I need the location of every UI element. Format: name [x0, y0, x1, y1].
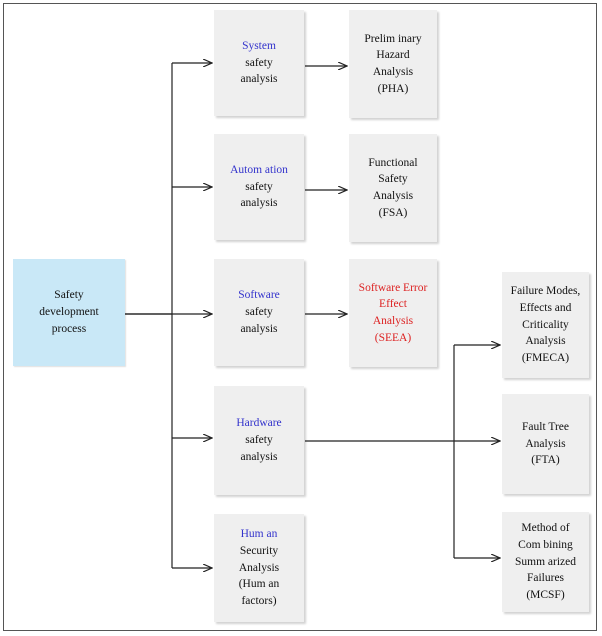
pha-line-4: (PHA)	[377, 82, 409, 95]
fsa-box: Functional Safety Analysis (FSA)	[349, 134, 437, 242]
system-heading: System	[242, 39, 276, 52]
root-label-line-1: Safety	[54, 289, 84, 302]
fmeca-line-5: (FMECA)	[521, 352, 570, 364]
seea-line-4: (SEEA)	[374, 331, 412, 344]
hardware-heading: Hardware	[236, 417, 282, 430]
automation-line-1: safety	[245, 180, 273, 193]
fta-line-3: (FTA)	[531, 454, 560, 467]
system-line-1: safety	[245, 56, 273, 69]
fmeca-line-4: Analysis	[525, 335, 566, 348]
mcsf-line-1: Method of	[521, 522, 570, 535]
root-label-line-2: development	[39, 306, 99, 319]
fsa-line-2: Safety	[378, 173, 408, 186]
hardware-line-1: safety	[245, 434, 273, 447]
software-line-2: analysis	[240, 322, 278, 335]
automation-heading: Autom ation	[230, 163, 288, 176]
seea-box: Software Error Effect Analysis (SEEA)	[349, 259, 437, 367]
human-line-2: Analysis	[238, 561, 280, 574]
seea-line-3: Analysis	[372, 315, 414, 327]
hardware-line-2: analysis	[240, 450, 278, 463]
automation-safety-analysis-box: Autom ation safety analysis	[214, 134, 304, 240]
system-line-2: analysis	[240, 73, 278, 86]
mcsf-line-4: Failures	[526, 572, 565, 585]
root-label-line-3: process	[51, 322, 87, 335]
safety-development-process-box: Safety development process	[13, 259, 125, 366]
human-line-1: Security	[239, 544, 279, 557]
human-heading: Hum an	[240, 528, 278, 541]
mcsf-line-2: Com bining	[518, 538, 573, 551]
fsa-line-4: (FSA)	[378, 206, 408, 219]
pha-line-3: Analysis	[372, 66, 414, 78]
fmeca-line-3: Criticality	[522, 318, 569, 331]
seea-line-1: Software Error	[358, 281, 428, 294]
fta-line-2: Analysis	[525, 437, 566, 450]
automation-line-2: analysis	[240, 197, 278, 210]
fmeca-box: Failure Modes, Effects and Criticality A…	[502, 272, 589, 378]
seea-line-2: Effect	[379, 298, 407, 311]
human-line-4: factors)	[241, 595, 277, 607]
software-line-1: safety	[245, 306, 273, 319]
mcsf-line-5: (MCSF)	[526, 589, 565, 601]
software-safety-analysis-box: Software safety analysis	[214, 259, 304, 366]
pha-box: Prelim inary Hazard Analysis (PHA)	[349, 10, 437, 118]
pha-line-2: Hazard	[376, 49, 410, 62]
hardware-safety-analysis-box: Hardware safety analysis	[214, 386, 304, 495]
human-security-analysis-box: Hum an Security Analysis (Hum an factors…	[214, 514, 304, 622]
fsa-line-1: Functional	[368, 156, 418, 169]
pha-line-1: Prelim inary	[364, 32, 422, 45]
system-safety-analysis-box: System safety analysis	[214, 10, 304, 116]
fmeca-line-1: Failure Modes,	[510, 285, 581, 298]
fmeca-line-2: Effects and	[519, 301, 572, 314]
mcsf-box: Method of Com bining Summ arized Failure…	[502, 512, 589, 612]
fta-line-1: Fault Tree	[522, 420, 569, 433]
fta-box: Fault Tree Analysis (FTA)	[502, 394, 589, 494]
fsa-line-3: Analysis	[372, 190, 414, 202]
software-heading: Software	[238, 289, 280, 302]
human-line-3: (Hum an	[238, 578, 280, 591]
mcsf-line-3: Summ arized	[515, 555, 576, 568]
